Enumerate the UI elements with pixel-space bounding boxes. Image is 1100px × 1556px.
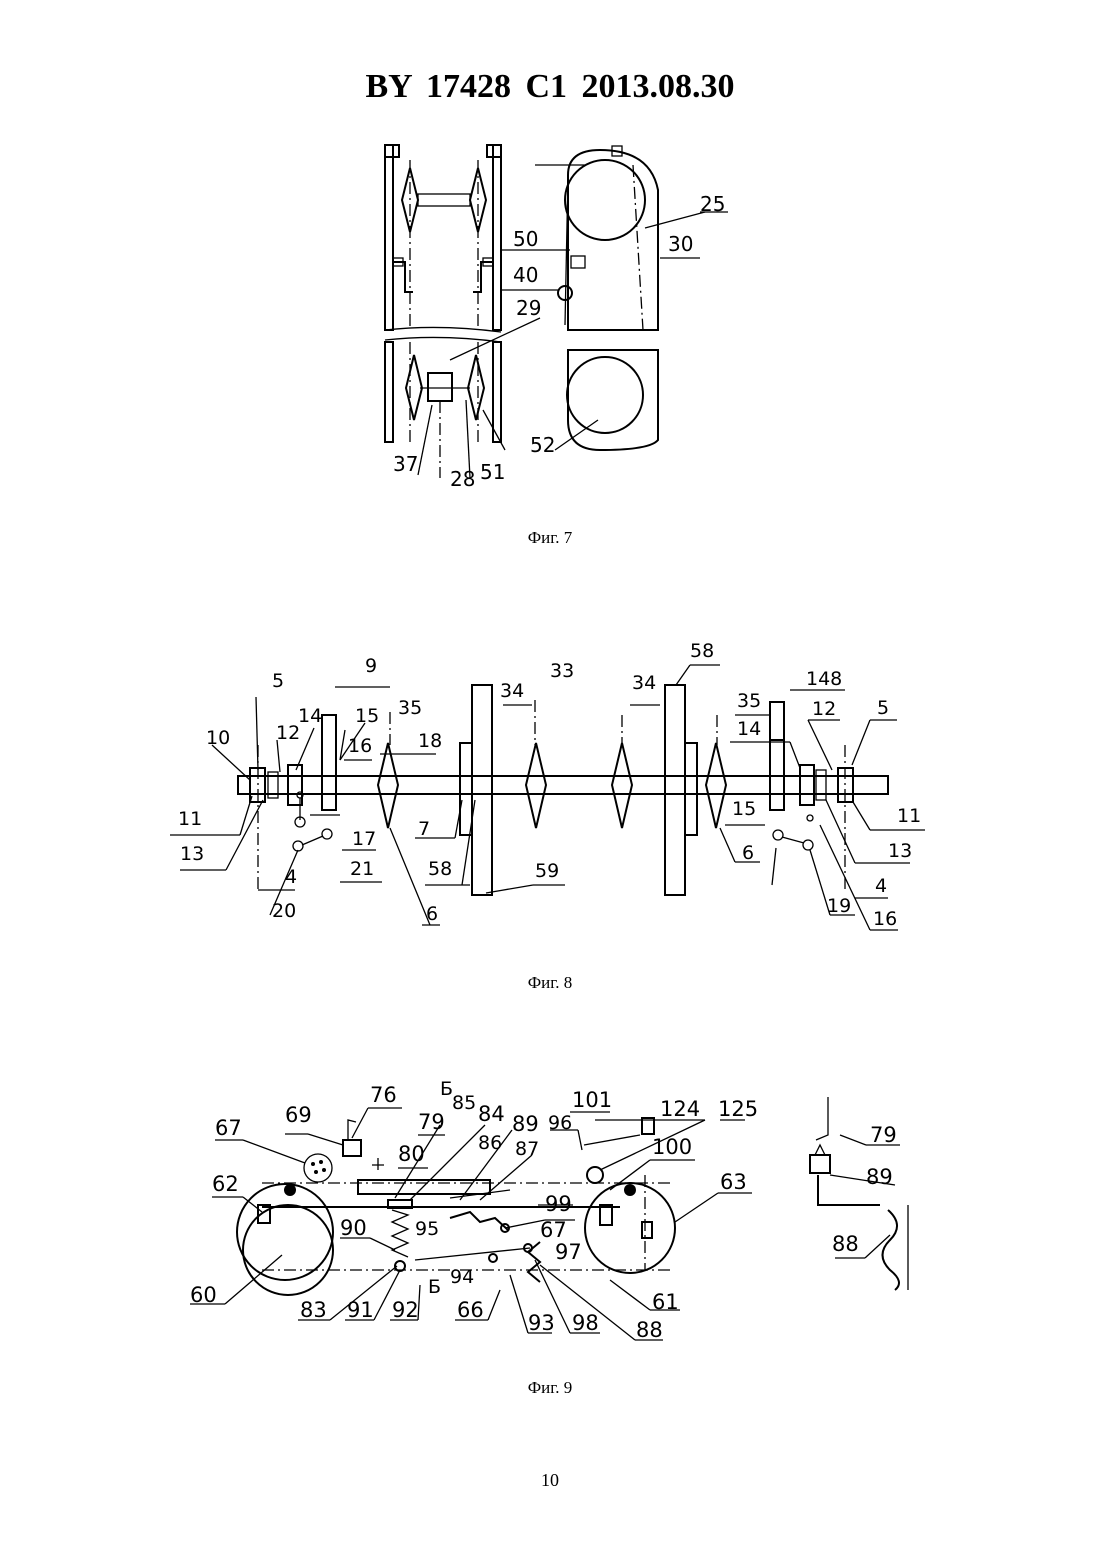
page-number: 10 bbox=[0, 1470, 1100, 1491]
fig8-label-6-right: 6 bbox=[742, 842, 754, 864]
fig9-label-94: 94 bbox=[450, 1266, 474, 1288]
fig9-label-60: 60 bbox=[190, 1283, 217, 1307]
fig8-label-5-right: 5 bbox=[877, 697, 889, 719]
fig9-label-80: 80 bbox=[398, 1142, 425, 1166]
figure-7-caption: Фиг. 7 bbox=[0, 528, 1100, 548]
fig8-label-16-right: 16 bbox=[873, 908, 897, 930]
fig8-label-16: 16 bbox=[348, 735, 372, 757]
fig9-label-79: 79 bbox=[418, 1110, 445, 1134]
fig7-label-28: 28 bbox=[450, 467, 475, 491]
figure-8-drawing bbox=[0, 640, 1100, 940]
fig9-label-85: 85 bbox=[452, 1092, 476, 1114]
fig8-label-34-left: 34 bbox=[500, 680, 524, 702]
fig8-label-9: 9 bbox=[365, 655, 377, 677]
fig8-label-35: 35 bbox=[398, 697, 422, 719]
fig9-side-label-79: 79 bbox=[870, 1123, 897, 1147]
fig8-label-15: 15 bbox=[355, 705, 379, 727]
fig7-label-40: 40 bbox=[513, 263, 538, 287]
fig8-label-11-right: 11 bbox=[897, 805, 921, 827]
fig9-label-61: 61 bbox=[652, 1290, 679, 1314]
fig8-label-11: 11 bbox=[178, 808, 202, 830]
fig9-label-86: 86 bbox=[478, 1132, 502, 1154]
fig8-label-13-right: 13 bbox=[888, 840, 912, 862]
fig8-label-7: 7 bbox=[418, 818, 430, 840]
fig8-label-17: 17 bbox=[352, 828, 376, 850]
fig9-label-125: 125 bbox=[718, 1097, 758, 1121]
fig9-side-label-88: 88 bbox=[832, 1232, 859, 1256]
fig7-label-52: 52 bbox=[530, 433, 555, 457]
fig9-label-84: 84 bbox=[478, 1102, 505, 1126]
fig9-label-62: 62 bbox=[212, 1172, 239, 1196]
fig8-label-19: 19 bbox=[827, 895, 851, 917]
fig8-label-13: 13 bbox=[180, 843, 204, 865]
fig8-label-59: 59 bbox=[535, 860, 559, 882]
fig9-label-95: 95 bbox=[415, 1218, 439, 1240]
fig8-label-4: 4 bbox=[285, 866, 297, 888]
fig8-label-58-bottom: 58 bbox=[428, 858, 452, 880]
figure-8-caption: Фиг. 8 bbox=[0, 973, 1100, 993]
fig8-label-5: 5 bbox=[272, 670, 284, 692]
fig9-label-92: 92 bbox=[392, 1298, 419, 1322]
fig9-label-124: 124 bbox=[660, 1097, 700, 1121]
fig7-label-30: 30 bbox=[668, 232, 693, 256]
fig7-label-29: 29 bbox=[516, 296, 541, 320]
fig9-label-99: 99 bbox=[545, 1192, 572, 1216]
fig8-label-14-right: 14 bbox=[737, 718, 761, 740]
fig8-label-14: 14 bbox=[298, 705, 322, 727]
fig9-label-97: 97 bbox=[555, 1240, 582, 1264]
fig7-label-51: 51 bbox=[480, 460, 505, 484]
fig8-label-58-top: 58 bbox=[690, 640, 714, 662]
fig9-label-67-mid: 67 bbox=[540, 1218, 567, 1242]
fig9-label-69: 69 bbox=[285, 1103, 312, 1127]
fig8-label-20: 20 bbox=[272, 900, 296, 922]
fig8-label-12-right: 12 bbox=[812, 698, 836, 720]
fig7-label-37: 37 bbox=[393, 452, 418, 476]
fig9-label-100: 100 bbox=[652, 1135, 692, 1159]
fig9-label-b-bottom: Б bbox=[428, 1276, 441, 1298]
fig8-label-10: 10 bbox=[206, 727, 230, 749]
fig9-label-76: 76 bbox=[370, 1083, 397, 1107]
fig9-label-87: 87 bbox=[515, 1138, 539, 1160]
fig7-label-50: 50 bbox=[513, 227, 538, 251]
fig8-label-21: 21 bbox=[350, 858, 374, 880]
fig8-label-18: 18 bbox=[418, 730, 442, 752]
fig9-label-66: 66 bbox=[457, 1298, 484, 1322]
fig9-label-89: 89 bbox=[512, 1112, 539, 1136]
fig9-label-101: 101 bbox=[572, 1088, 612, 1112]
fig8-label-4-right: 4 bbox=[875, 875, 887, 897]
figure-9-caption: Фиг. 9 bbox=[0, 1378, 1100, 1398]
fig8-label-35-right: 35 bbox=[737, 690, 761, 712]
fig8-label-148: 148 bbox=[806, 668, 842, 690]
fig7-label-25: 25 bbox=[700, 192, 725, 216]
fig9-label-63: 63 bbox=[720, 1170, 747, 1194]
fig9-label-96: 96 bbox=[548, 1112, 572, 1134]
fig9-label-67-top: 67 bbox=[215, 1116, 242, 1140]
fig8-label-6: 6 bbox=[426, 903, 438, 925]
fig9-label-93: 93 bbox=[528, 1311, 555, 1335]
fig9-label-88: 88 bbox=[636, 1318, 663, 1342]
fig9-label-98: 98 bbox=[572, 1311, 599, 1335]
fig9-label-91: 91 bbox=[347, 1298, 374, 1322]
fig9-label-90: 90 bbox=[340, 1216, 367, 1240]
fig8-label-12: 12 bbox=[276, 722, 300, 744]
fig8-label-15-right: 15 bbox=[732, 798, 756, 820]
fig8-label-34-right: 34 bbox=[632, 672, 656, 694]
fig9-side-label-89: 89 bbox=[866, 1165, 893, 1189]
fig8-label-33: 33 bbox=[550, 660, 574, 682]
fig9-label-83: 83 bbox=[300, 1298, 327, 1322]
